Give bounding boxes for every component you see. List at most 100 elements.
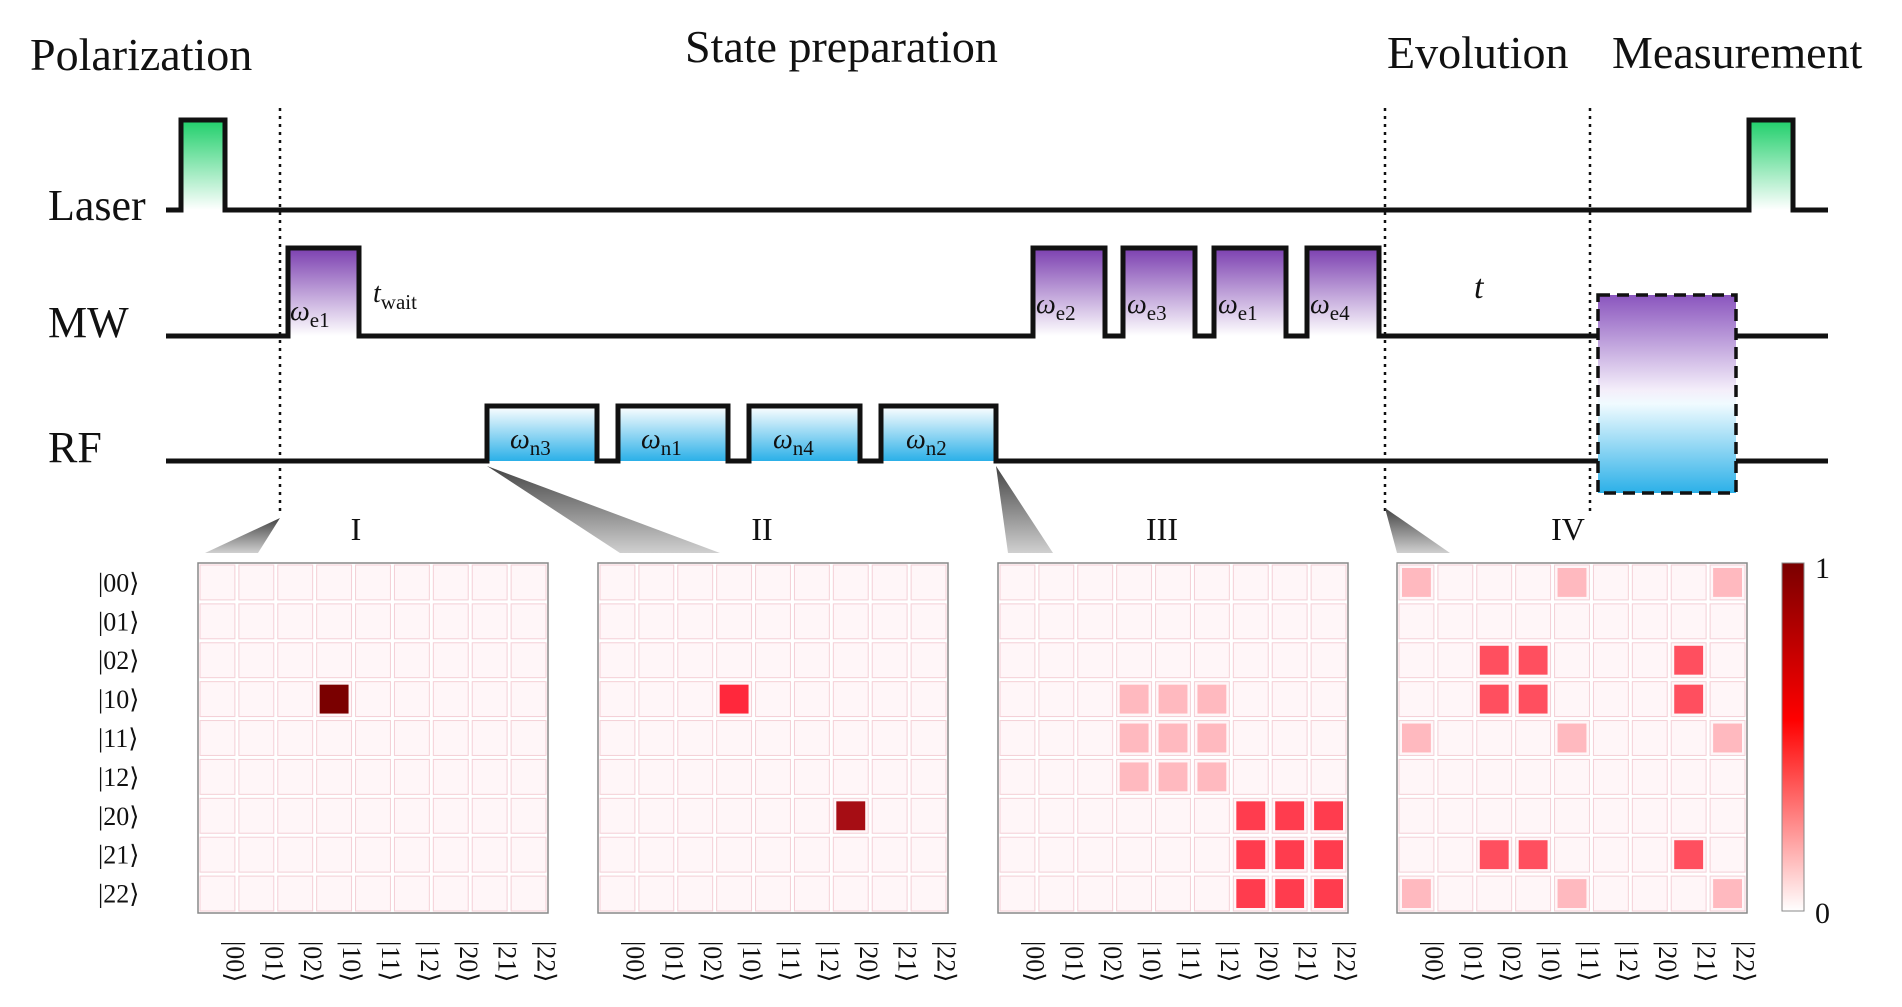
matrix-cell <box>238 836 275 873</box>
matrix-cell <box>1232 758 1269 795</box>
matrix-cell <box>355 875 391 912</box>
matrix-cell <box>1193 642 1230 679</box>
matrix-cell <box>1709 642 1746 679</box>
matrix-cell <box>510 642 547 679</box>
matrix-element <box>1236 840 1266 870</box>
matrix-cell <box>832 720 869 756</box>
matrix-cell <box>755 836 791 873</box>
column-label: |22⟩ <box>532 941 561 982</box>
matrix-cell <box>393 564 430 601</box>
matrix-cell <box>432 797 469 834</box>
matrix-cell <box>1155 642 1191 679</box>
matrix-cell <box>510 720 547 756</box>
matrix-cell <box>1077 603 1114 640</box>
zoom-beam-IV <box>1385 508 1450 553</box>
matrix-cell <box>755 875 791 912</box>
laser-trace <box>166 117 1828 213</box>
matrix-element <box>1674 645 1704 675</box>
matrix-cell <box>999 797 1036 834</box>
matrix-cell <box>599 836 636 873</box>
matrix-cell <box>316 875 353 912</box>
matrix-cell <box>471 836 508 873</box>
matrix-cell <box>1515 875 1552 912</box>
matrix-cell <box>432 836 469 873</box>
matrix-element <box>1402 723 1431 753</box>
matrix-cell <box>199 875 236 912</box>
panel-label-III: III <box>1146 511 1178 547</box>
matrix-cell <box>1592 758 1629 795</box>
mw-pulse-we1 <box>288 248 359 336</box>
column-label: |20⟩ <box>1653 941 1682 982</box>
matrix-cell <box>793 564 830 601</box>
matrix-cell <box>793 758 830 795</box>
matrix-cell <box>1631 797 1668 834</box>
matrix-element <box>1518 840 1548 870</box>
row-label: |01⟩ <box>98 607 139 636</box>
matrix-cell <box>277 642 314 679</box>
matrix-cell <box>677 564 714 601</box>
label-wn4: ωn4 <box>773 424 814 460</box>
matrix-cell <box>1398 642 1435 679</box>
matrix-cell <box>755 797 791 834</box>
matrix-cell <box>1038 875 1075 912</box>
matrix-cell <box>1193 875 1230 912</box>
column-label: |21⟩ <box>893 941 922 982</box>
matrix-element <box>1713 568 1742 597</box>
matrix-cell <box>316 603 353 640</box>
matrix-cell <box>677 720 714 756</box>
matrix-cell <box>638 603 675 640</box>
matrix-element <box>1713 879 1742 908</box>
matrix-cell <box>793 720 830 756</box>
matrix-cell <box>1631 642 1668 679</box>
matrix-cell <box>1554 681 1590 718</box>
channel-label-rf: RF <box>48 423 102 472</box>
matrix-cell <box>1271 681 1308 718</box>
rf-trace <box>166 403 1828 464</box>
matrix-cell <box>999 836 1036 873</box>
matrix-cell <box>199 758 236 795</box>
column-label: |11⟩ <box>1575 941 1604 981</box>
matrix-cell <box>1116 797 1153 834</box>
label-t-wait: twait <box>373 278 417 314</box>
matrix-cell <box>471 681 508 718</box>
matrix-cell <box>238 564 275 601</box>
matrix-cell <box>599 564 636 601</box>
matrix-element <box>1197 762 1227 792</box>
matrix-element <box>1479 684 1509 714</box>
matrix-cell <box>677 836 714 873</box>
matrix-cell <box>1271 758 1308 795</box>
matrix-cell <box>1310 642 1347 679</box>
matrix-cell <box>432 875 469 912</box>
matrix-cell <box>910 797 947 834</box>
matrix-cell <box>755 720 791 756</box>
matrix-cell <box>471 642 508 679</box>
matrix-cell <box>1398 758 1435 795</box>
matrix-cell <box>1232 681 1269 718</box>
matrix-cell <box>355 681 391 718</box>
matrix-cell <box>999 603 1036 640</box>
column-label: |12⟩ <box>1614 941 1643 982</box>
matrix-cell <box>999 564 1036 601</box>
column-label: |00⟩ <box>1419 941 1448 982</box>
matrix-cell <box>1554 836 1590 873</box>
column-label: |20⟩ <box>1254 941 1283 982</box>
laser-pulse-polarization <box>181 120 225 210</box>
matrix-cell <box>599 681 636 718</box>
matrix-cell <box>1476 720 1513 756</box>
matrix-cell <box>716 564 753 601</box>
column-label: |12⟩ <box>1215 941 1244 982</box>
channel-label-mw: MW <box>48 298 129 347</box>
matrix-cell <box>677 875 714 912</box>
matrix-cell <box>910 603 947 640</box>
matrix-cell <box>755 681 791 718</box>
matrix-cell <box>510 564 547 601</box>
matrix-cell <box>1193 603 1230 640</box>
matrix-cell <box>316 758 353 795</box>
matrix-cell <box>1193 564 1230 601</box>
matrix-element <box>1713 723 1742 753</box>
matrix-cell <box>355 758 391 795</box>
matrix-cell <box>238 758 275 795</box>
matrix-cell <box>238 681 275 718</box>
matrix-element <box>1557 568 1587 597</box>
density-matrix-panels <box>197 562 1748 914</box>
